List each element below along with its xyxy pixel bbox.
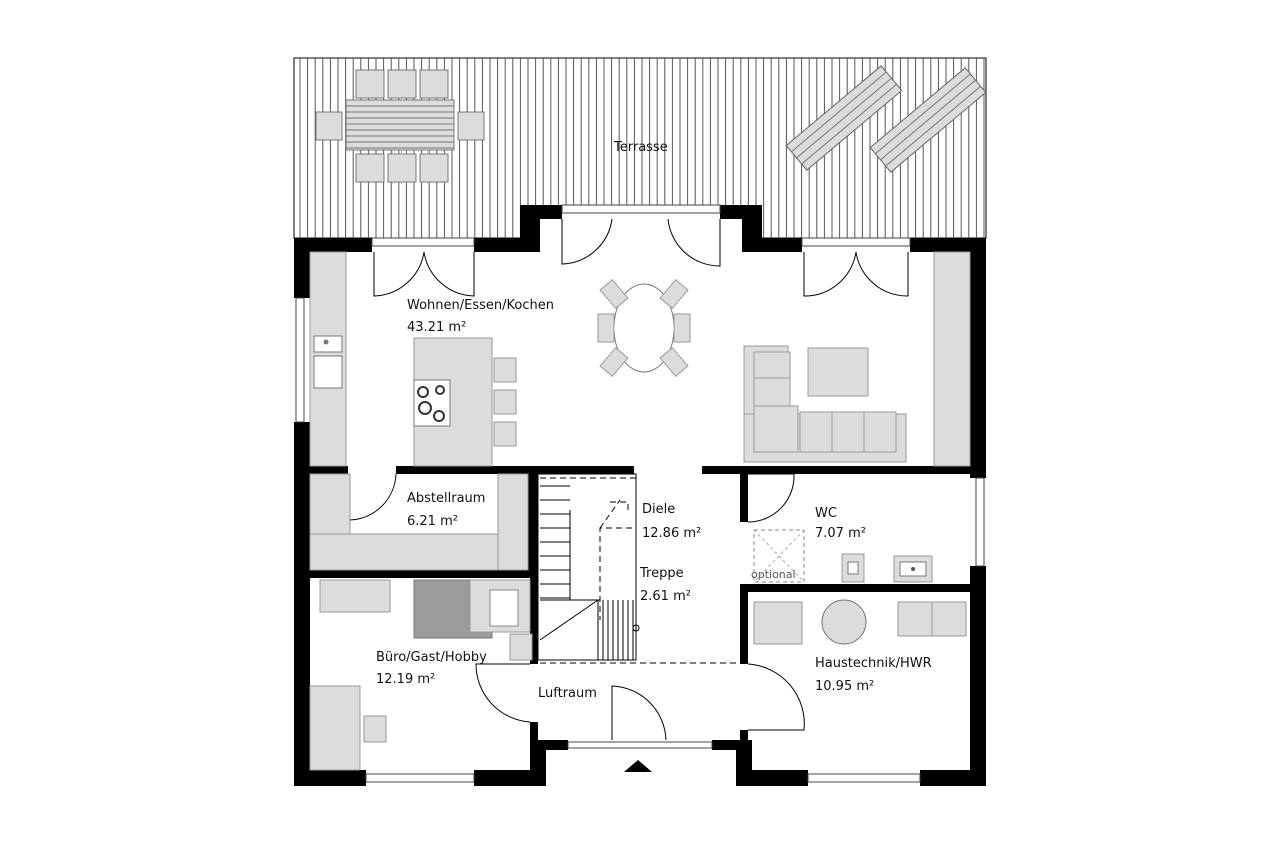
label-luftraum: Luftraum <box>538 686 597 701</box>
label-haustechnik-name: Haustechnik/HWR <box>815 656 932 671</box>
room-labels: Terrasse Wohnen/Essen/Kochen 43.21 m² Ab… <box>376 140 932 701</box>
label-treppe-area: 2.61 m² <box>640 589 691 604</box>
sun-lounger-1 <box>785 65 903 171</box>
label-diele-name: Diele <box>642 502 675 517</box>
doors <box>349 218 909 741</box>
label-optional: optional <box>751 568 796 581</box>
storage-shelves <box>309 473 529 571</box>
label-abstellraum-name: Abstellraum <box>407 491 485 506</box>
kitchen-island <box>413 337 517 467</box>
kitchen-counter <box>309 251 347 467</box>
label-buero-name: Büro/Gast/Hobby <box>376 650 487 665</box>
living-sideboard <box>933 251 971 467</box>
label-wohnen-area: 43.21 m² <box>407 320 466 335</box>
label-wohnen-name: Wohnen/Essen/Kochen <box>407 298 554 313</box>
utility-equipment <box>753 599 967 645</box>
entrance-arrow-icon <box>624 760 652 772</box>
label-abstellraum-area: 6.21 m² <box>407 514 458 529</box>
dining-table <box>597 278 691 378</box>
windows <box>295 204 985 783</box>
label-treppe-name: Treppe <box>639 566 684 581</box>
label-terrasse: Terrasse <box>613 140 668 155</box>
label-haustechnik-area: 10.95 m² <box>815 679 874 694</box>
interior-walls <box>294 466 986 770</box>
label-diele-area: 12.86 m² <box>642 526 701 541</box>
wc-fixtures <box>753 529 933 583</box>
label-buero-area: 12.19 m² <box>376 672 435 687</box>
sun-lounger-2 <box>869 67 987 173</box>
label-wc-area: 7.07 m² <box>815 526 866 541</box>
label-wc-name: WC <box>815 506 837 521</box>
sofa <box>743 345 907 463</box>
office-furniture <box>309 579 533 771</box>
terrace-dining-set <box>315 69 485 183</box>
staircase <box>537 473 740 664</box>
